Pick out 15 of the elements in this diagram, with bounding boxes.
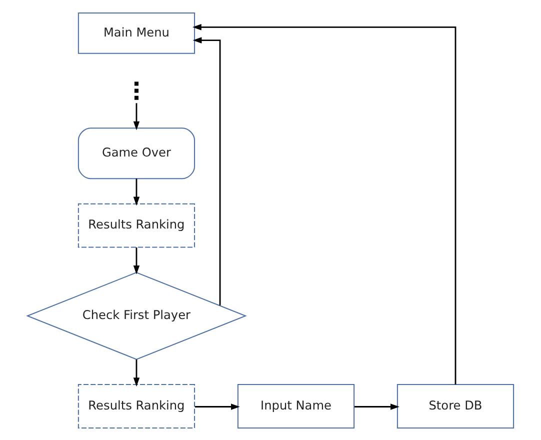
arrow <box>192 36 221 305</box>
node-diamond: Check First Player <box>26 271 247 360</box>
node-box: Main Menu <box>78 12 196 54</box>
node-box: Game Over <box>78 127 196 179</box>
arrow <box>133 102 140 130</box>
node-box: Results Ranking <box>78 384 196 428</box>
node-box: Results Ranking <box>78 202 196 248</box>
arrow <box>194 403 240 410</box>
arrow <box>192 24 456 384</box>
node-box: Store DB <box>396 384 514 428</box>
arrow <box>133 178 140 206</box>
arrow <box>354 403 400 410</box>
node-box: Input Name <box>237 384 355 428</box>
arrow <box>133 246 140 274</box>
arrow <box>133 359 140 386</box>
